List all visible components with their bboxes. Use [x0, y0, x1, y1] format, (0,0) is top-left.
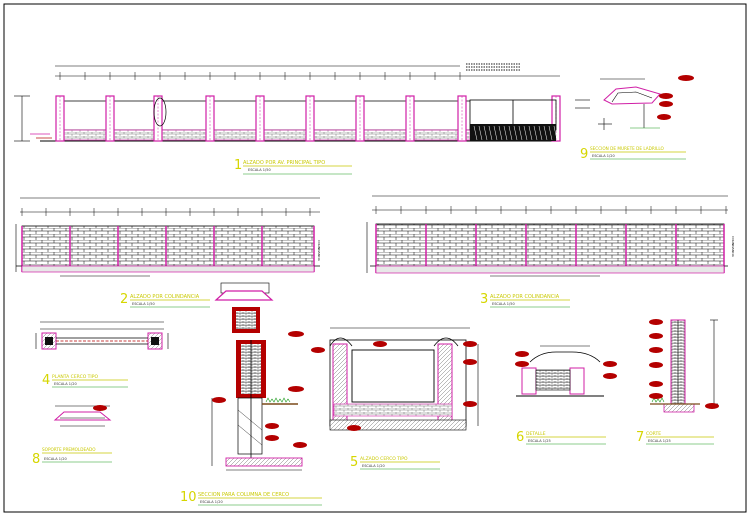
elevation-fence-typical: 5 ALZADO CERCO TIPO ESCALA 1/20 — [311, 327, 479, 470]
view10-scale: ESCALA 1/20 — [200, 500, 223, 504]
view9-title: SECCION DE MURETE DE LADRILLO — [590, 146, 664, 151]
elevation-boundary-right: COLINDANCIA 3 ALZADO POR COLINDANCIA ESC… — [366, 195, 735, 308]
view2-title: ALZADO POR COLINDANCIA — [130, 294, 200, 300]
view3-scale: ESCALA 1/50 — [492, 302, 515, 306]
view10-number: 10 — [180, 490, 197, 505]
view6-number: 6 — [516, 430, 524, 445]
view2-number: 2 — [120, 292, 128, 307]
view7-title: CORTE — [646, 431, 661, 437]
view5-title: ALZADO CERCO TIPO — [360, 456, 408, 462]
view8-scale: ESCALA 1/20 — [44, 457, 67, 461]
section-brick-wall: 9 SECCION DE MURETE DE LADRILLO ESCALA 1… — [575, 75, 694, 162]
view3-number: 3 — [480, 292, 488, 307]
view4-scale: ESCALA 1/20 — [54, 382, 77, 386]
view8-number: 8 — [32, 452, 40, 467]
svg-text:COLINDANCIA: COLINDANCIA — [731, 236, 735, 258]
view2-scale: ESCALA 1/50 — [132, 302, 155, 306]
view7-scale: ESCALA 1/25 — [648, 439, 671, 443]
elevation-boundary-left: COLINDANCIA 2 ALZADO POR COLINDANCIA ESC… — [15, 197, 321, 308]
view1-scale: ESCALA 1/50 — [248, 168, 271, 172]
elevation-main-avenue: 1 ALZADO POR AV. PRINCIPAL TIPO ESCALA 1… — [14, 63, 561, 175]
plan-fence-typical: 4 PLANTA CERCO TIPO ESCALA 1/20 — [35, 321, 169, 388]
view6-title: DETALLE — [526, 431, 546, 437]
view9-scale: ESCALA 1/20 — [592, 154, 615, 158]
view6-scale: ESCALA 1/25 — [528, 439, 551, 443]
view4-title: PLANTA CERCO TIPO — [52, 374, 98, 380]
view3-title: ALZADO POR COLINDANCIA — [490, 294, 560, 300]
view9-number: 9 — [580, 147, 588, 162]
view5-scale: ESCALA 1/20 — [362, 464, 385, 468]
view8-title: SOPORTE PREMOLDEADO — [42, 447, 96, 452]
section-fence-column: 10 SECCION PARA COLUMNA DE CERCO ESCALA … — [180, 282, 322, 506]
svg-text:COLINDANCIA: COLINDANCIA — [317, 240, 321, 262]
detail-fence-cap: 6 DETALLE ESCALA 1/25 — [515, 345, 617, 445]
view5-number: 5 — [350, 455, 358, 470]
precast-support-detail: 8 SOPORTE PREMOLDEADO ESCALA 1/20 — [32, 405, 112, 467]
view4-number: 4 — [42, 373, 50, 388]
view10-title: SECCION PARA COLUMNA DE CERCO — [198, 492, 289, 498]
view1-number: 1 — [234, 158, 242, 173]
section-fence-cut: 7 CORTE ESCALA 1/25 — [636, 319, 719, 445]
view1-title: ALZADO POR AV. PRINCIPAL TIPO — [243, 160, 325, 166]
view7-number: 7 — [636, 430, 644, 445]
